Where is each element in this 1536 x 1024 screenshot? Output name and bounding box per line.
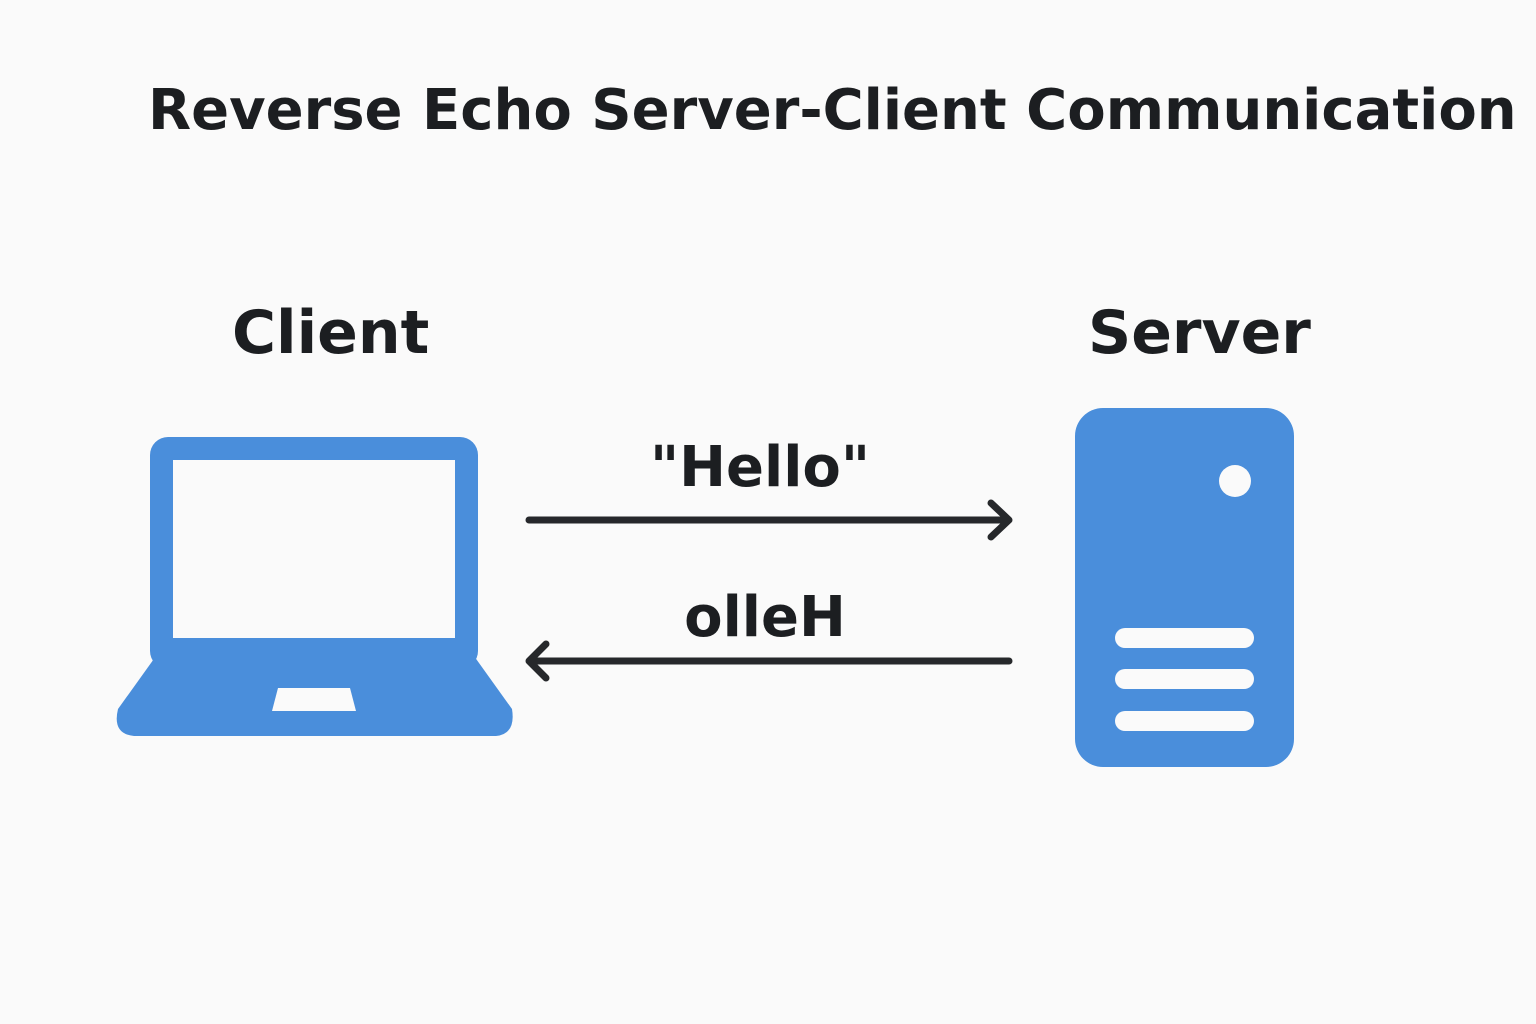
server-icon [1075,408,1294,767]
request-message: "Hello" [649,435,871,500]
response-arrow [525,640,1013,682]
server-label: Server [1088,298,1311,368]
request-arrow [525,499,1013,541]
client-label: Client [232,298,430,368]
diagram-title: Reverse Echo Server-Client Communication [148,78,1517,143]
response-message: olleH [684,585,846,650]
laptop-icon [116,437,513,736]
